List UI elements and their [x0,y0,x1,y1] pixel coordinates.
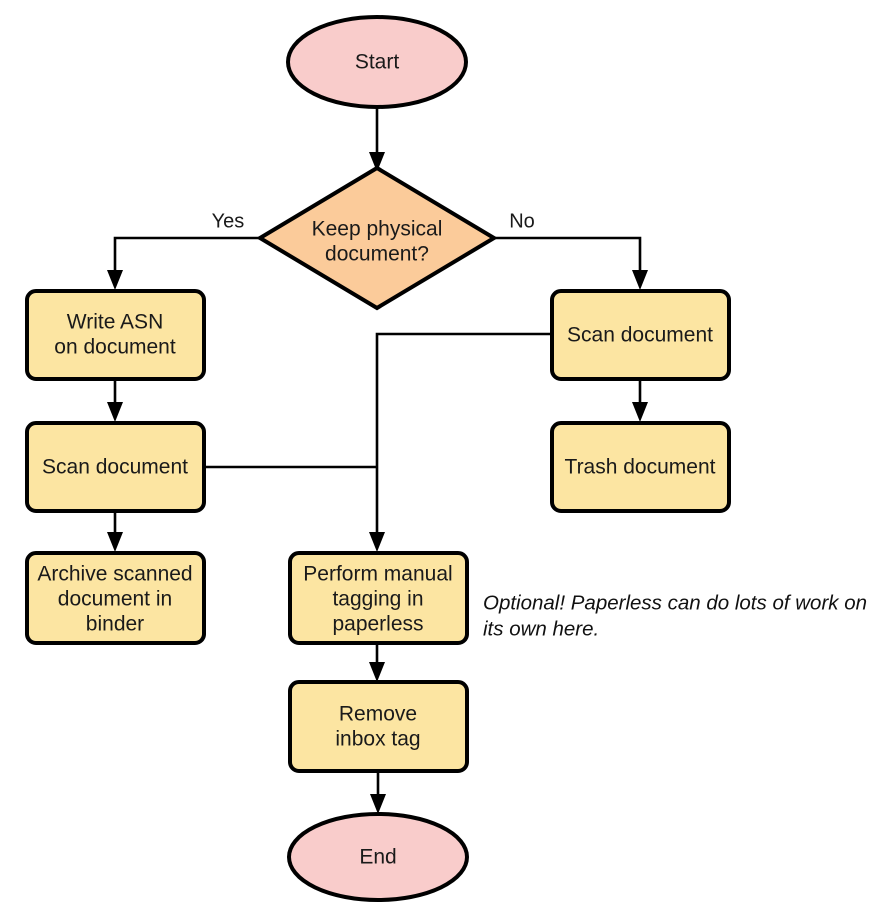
node-start[interactable]: Start [286,15,468,109]
node-scan-document-right-label: Scan document [567,324,713,347]
arrowhead [369,662,385,682]
arrowhead [107,532,123,552]
node-keep-physical-document[interactable]: Keep physical document? [256,165,498,311]
node-manual-tagging-label-line1: Perform manual [303,563,452,586]
arrowhead [370,794,386,814]
node-scan-document-left[interactable]: Scan document [25,421,206,513]
archive-binder-box[interactable] [25,551,206,645]
node-start-label: Start [355,51,400,74]
end-ellipse[interactable] [287,812,469,902]
edge-scan-right-to-manual-tagging [369,332,552,552]
arrowhead [107,270,123,290]
arrowhead [632,270,648,290]
annotation-line2: its own here. [483,617,599,640]
node-end[interactable]: End [287,812,469,902]
manual-tagging-box[interactable] [288,551,469,645]
scan-document-left-box[interactable] [25,421,206,513]
edge-scan-left-to-archive [107,511,123,552]
arrowhead [632,402,648,422]
edge-label-yes: Yes [212,210,245,232]
node-keep-physical-label-line2: document? [325,243,429,266]
node-trash-document-label: Trash document [565,456,716,479]
arrowhead [369,532,385,552]
node-layer: Start Keep physical document? Write ASN … [25,15,731,902]
edge-decision-yes-to-write-asn [107,236,260,290]
arrowhead [107,402,123,422]
remove-inbox-tag-box[interactable] [288,680,469,773]
node-keep-physical-label-line1: Keep physical [312,218,443,241]
edge-scan-right-to-trash [632,379,648,422]
node-manual-tagging-label-line3: paperless [332,613,423,636]
annotation-optional-note: Optional! Paperless can do lots of work … [483,591,867,640]
edge-path [494,236,642,278]
annotation-line1: Optional! Paperless can do lots of work … [483,591,867,614]
arrowhead [369,152,385,172]
node-archive-binder[interactable]: Archive scanned document in binder [25,551,206,645]
node-end-label: End [359,846,396,869]
trash-document-box[interactable] [550,421,731,513]
edge-path [375,332,552,540]
node-manual-tagging-label-line2: tagging in [332,588,423,611]
node-remove-inbox-tag[interactable]: Remove inbox tag [288,680,469,773]
decision-diamond[interactable] [256,165,498,311]
edge-decision-no-to-scan-right [494,236,648,290]
node-scan-document-left-label: Scan document [42,456,188,479]
edge-label-no: No [509,210,535,232]
node-manual-tagging[interactable]: Perform manual tagging in paperless [288,551,469,645]
scan-document-right-box[interactable] [550,289,731,381]
edge-write-asn-to-scan-left [107,379,123,422]
edge-start-to-decision [369,107,385,172]
node-trash-document[interactable]: Trash document [550,421,731,513]
write-asn-box[interactable] [25,289,206,381]
node-archive-binder-label-line1: Archive scanned [37,563,192,586]
node-archive-binder-label-line2: document in [58,588,172,611]
node-write-asn-label-line2: on document [54,336,176,359]
edge-label-layer: Yes No [212,210,535,232]
edge-layer [107,107,648,814]
node-write-asn-label-line1: Write ASN [67,311,163,334]
edge-remove-inbox-to-end [370,771,386,814]
node-remove-inbox-tag-label-line1: Remove [339,703,417,726]
node-remove-inbox-tag-label-line2: inbox tag [335,728,420,751]
edge-path [113,236,260,278]
start-ellipse[interactable] [286,15,468,109]
edge-manual-tagging-to-remove-inbox [369,643,385,682]
node-scan-document-right[interactable]: Scan document [550,289,731,381]
node-write-asn[interactable]: Write ASN on document [25,289,206,381]
node-archive-binder-label-line3: binder [86,613,144,636]
